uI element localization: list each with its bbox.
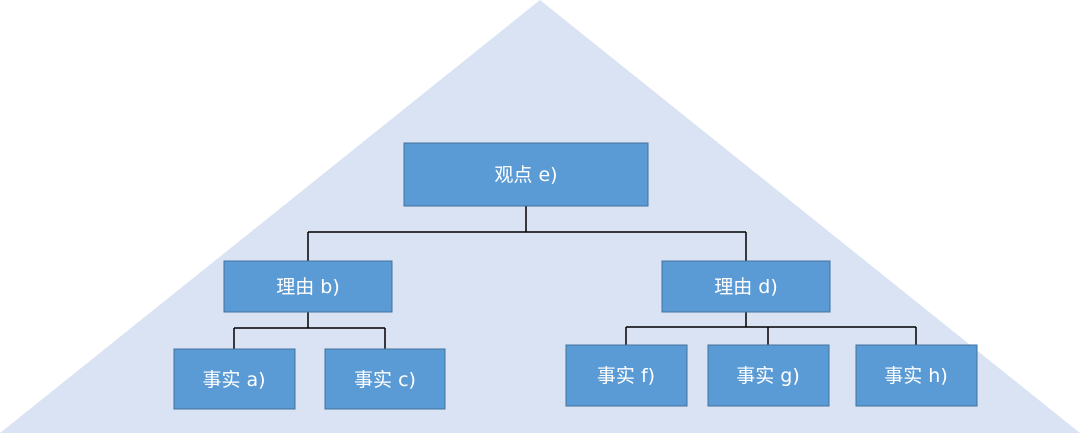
node-fact-a: 事实 a) xyxy=(173,348,296,410)
node-fact-c: 事实 c) xyxy=(324,348,446,410)
node-label: 观点 e) xyxy=(494,164,557,186)
node-box xyxy=(661,260,831,313)
node-fact-g: 事实 g) xyxy=(707,344,830,407)
node-box xyxy=(324,348,446,410)
node-fact-h: 事实 h) xyxy=(855,344,978,407)
node-box xyxy=(855,344,978,407)
node-label: 理由 b) xyxy=(276,276,340,298)
node-reason-d: 理由 d) xyxy=(661,260,831,313)
node-box xyxy=(173,348,296,410)
connectors xyxy=(233,206,917,349)
node-label: 事实 g) xyxy=(736,365,800,387)
node-box xyxy=(223,260,393,313)
node-fact-f: 事实 f) xyxy=(565,344,688,407)
node-box xyxy=(565,344,688,407)
node-label: 理由 d) xyxy=(714,276,778,298)
node-box xyxy=(403,142,649,207)
connector-reason-b-to-facts xyxy=(233,312,386,349)
connector-root-to-reasons xyxy=(307,206,747,261)
node-viewpoint-e: 观点 e) xyxy=(403,142,649,207)
node-label: 事实 h) xyxy=(884,365,948,387)
node-label: 事实 c) xyxy=(354,369,416,391)
node-box xyxy=(707,344,830,407)
node-label: 事实 f) xyxy=(597,365,655,387)
connector-reason-d-to-facts xyxy=(625,312,917,345)
node-reason-b: 理由 b) xyxy=(223,260,393,313)
node-label: 事实 a) xyxy=(202,369,265,391)
